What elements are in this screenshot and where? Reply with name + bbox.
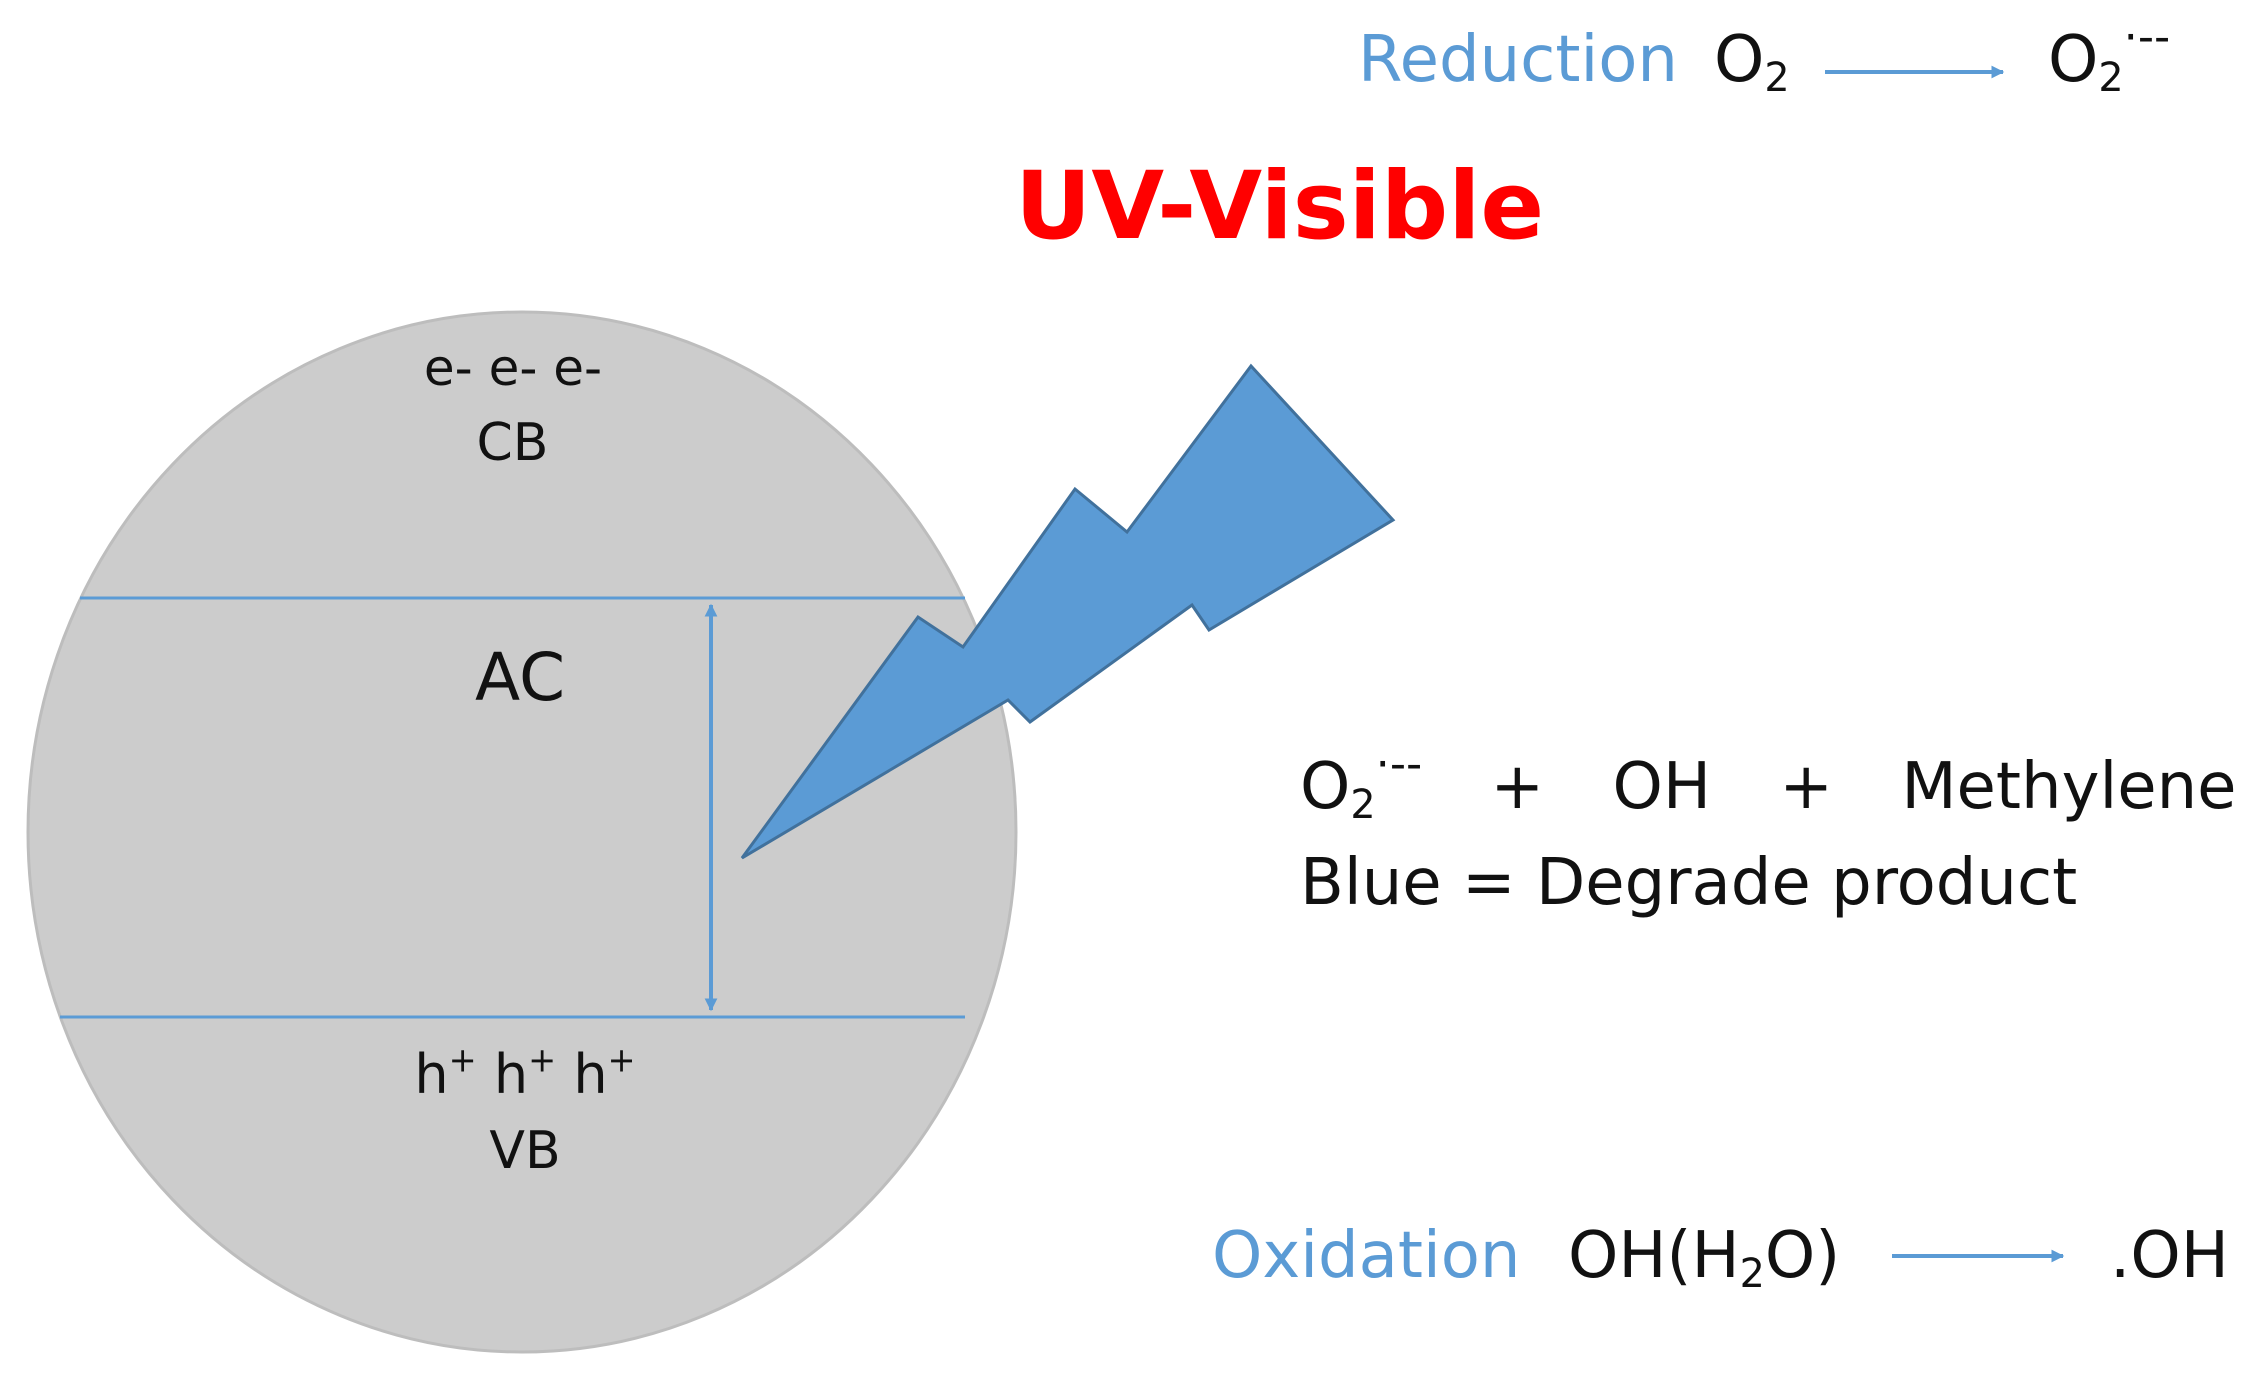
reduction-reactant: O2	[1714, 23, 1790, 101]
reduction-label: Reduction	[1358, 23, 1678, 97]
reaction-equation-line-2: Blue = Degrade product	[1300, 846, 2078, 920]
holes-label: h+ h+ h+	[414, 1040, 636, 1106]
ac-particle-circle	[26, 310, 1018, 1354]
lightning-bolt-icon	[740, 363, 1396, 860]
conduction-band-label: CB	[476, 413, 549, 473]
electrons-label: e- e- e-	[423, 339, 603, 397]
oxidation-label: Oxidation	[1212, 1219, 1521, 1293]
reaction-equation-line-1: O2·-- + OH + Methylene	[1300, 736, 2237, 828]
reduction-product: O2·--	[2048, 9, 2171, 101]
valence-band-label: VB	[489, 1121, 561, 1181]
oxidation-reactant: OH(H2O)	[1568, 1219, 1841, 1297]
superoxide-radical: O2·--	[1300, 736, 1423, 828]
oxidation-product: .OH	[2110, 1219, 2229, 1293]
material-label: AC	[474, 639, 566, 716]
light-source-label: UV-Visible	[1015, 152, 1545, 261]
